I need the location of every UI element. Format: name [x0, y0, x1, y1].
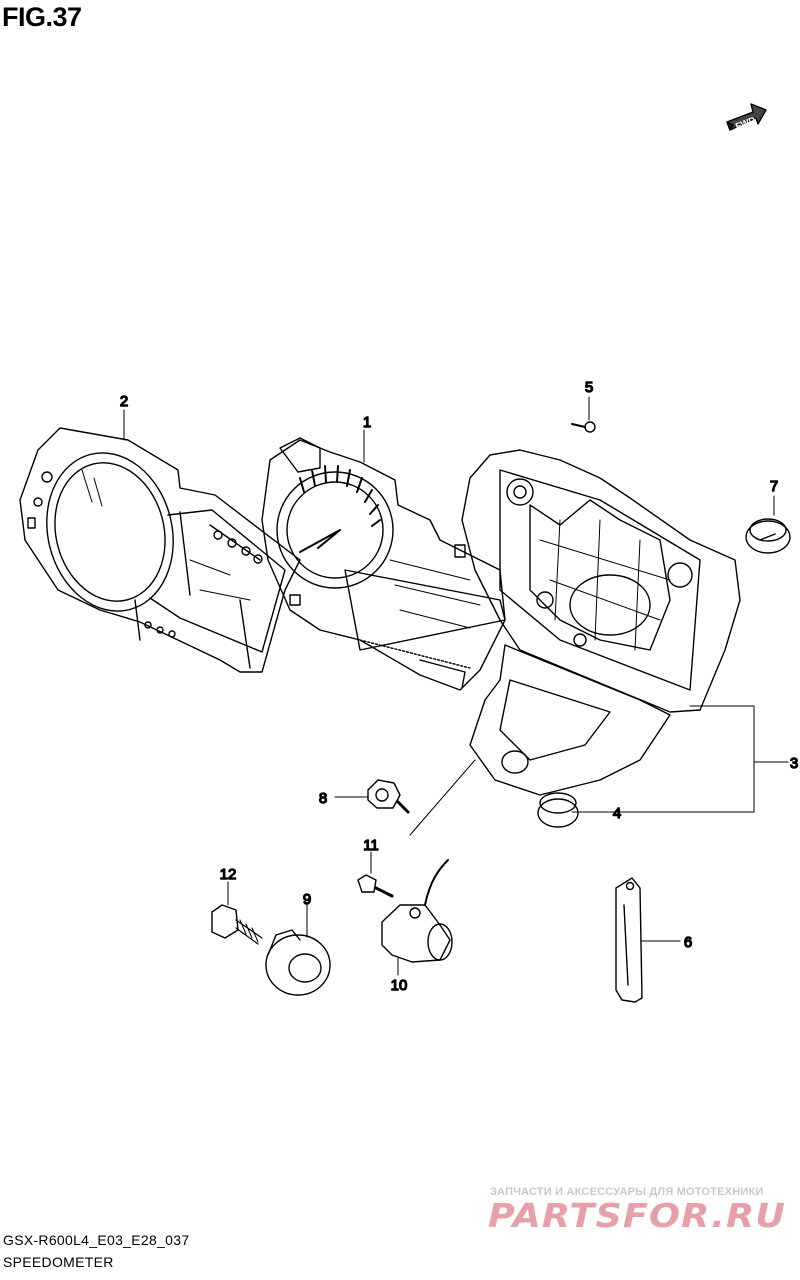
callout-11: 11 [363, 837, 379, 854]
damper-part-4 [537, 792, 579, 828]
callout-10: 10 [391, 977, 408, 994]
callout-7: 7 [770, 478, 778, 495]
callout-1: 1 [363, 414, 371, 431]
figure-name: SPEEDOMETER [3, 1254, 114, 1270]
watermark-logo: PARTSFOR.RU [488, 1198, 786, 1234]
callout-5: 5 [585, 379, 593, 396]
fwd-label: FWD [734, 114, 757, 131]
callout-9: 9 [303, 891, 311, 908]
callout-4: 4 [613, 805, 621, 822]
screw-part-11 [357, 874, 394, 898]
watermark-logo-text: PARTSFOR.RU [488, 1198, 786, 1234]
figure-code: GSX-R600L4_E03_E28_037 [3, 1232, 190, 1248]
bolt-part-12 [211, 904, 263, 945]
callout-8: 8 [319, 790, 327, 807]
leader-lines [123, 396, 789, 976]
bolt-part-8 [367, 779, 410, 814]
meter-assembly-part [261, 437, 506, 691]
grommet-part-7 [745, 518, 791, 554]
meter-case-part [461, 449, 741, 796]
fwd-arrow-icon: FWD [726, 103, 767, 132]
screw-part-5 [571, 421, 596, 433]
callout-3: 3 [790, 755, 798, 772]
watermark-subtitle: ЗАПЧАСТИ И АКСЕССУАРЫ ДЛЯ МОТОТЕХНИКИ [490, 1186, 764, 1198]
strap-part-6 [615, 877, 643, 1003]
sensor-part-10 [381, 859, 453, 963]
callout-6: 6 [684, 934, 692, 951]
callout-2: 2 [120, 393, 128, 410]
figure-title: FIG.37 [2, 2, 82, 32]
callout-12: 12 [220, 866, 237, 883]
collar-part-9 [265, 929, 331, 996]
meter-cover-part [19, 427, 301, 673]
